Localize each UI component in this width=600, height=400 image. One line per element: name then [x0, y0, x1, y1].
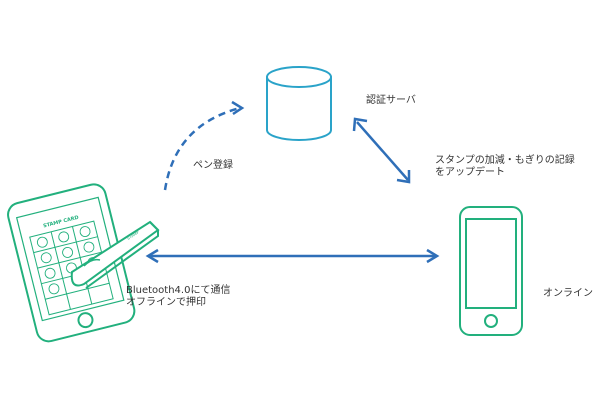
smartphone-icon	[459, 206, 523, 336]
server-sync-label-line1: スタンプの加減・もぎりの記録	[435, 155, 575, 166]
pen-brand-text: STAMP	[126, 229, 140, 241]
bluetooth-label: Bluetooth4.0にて通信 オフラインで押印	[126, 285, 230, 309]
stamp-pen-icon: STAMP	[70, 220, 160, 289]
server-sync-label: スタンプの加減・もぎりの記録 をアップデート	[435, 155, 575, 179]
server-sync-arrow	[352, 117, 411, 184]
pen-registration-label: ペン登録	[193, 160, 233, 171]
database-cylinder-icon	[266, 66, 332, 141]
bluetooth-label-line2: オフラインで押印	[126, 297, 206, 308]
pen-registration-arrow	[163, 100, 245, 191]
server-label: 認証サーバ	[366, 95, 416, 106]
server-sync-label-line2: をアップデート	[435, 167, 505, 178]
bluetooth-arrow	[145, 248, 440, 264]
bluetooth-label-line1: Bluetooth4.0にて通信	[126, 285, 231, 296]
smartphone-stamp-card-icon: STAMP CARD	[7, 183, 136, 343]
online-label: オンライン	[543, 288, 593, 299]
stamp-card-title: STAMP CARD	[43, 215, 80, 230]
